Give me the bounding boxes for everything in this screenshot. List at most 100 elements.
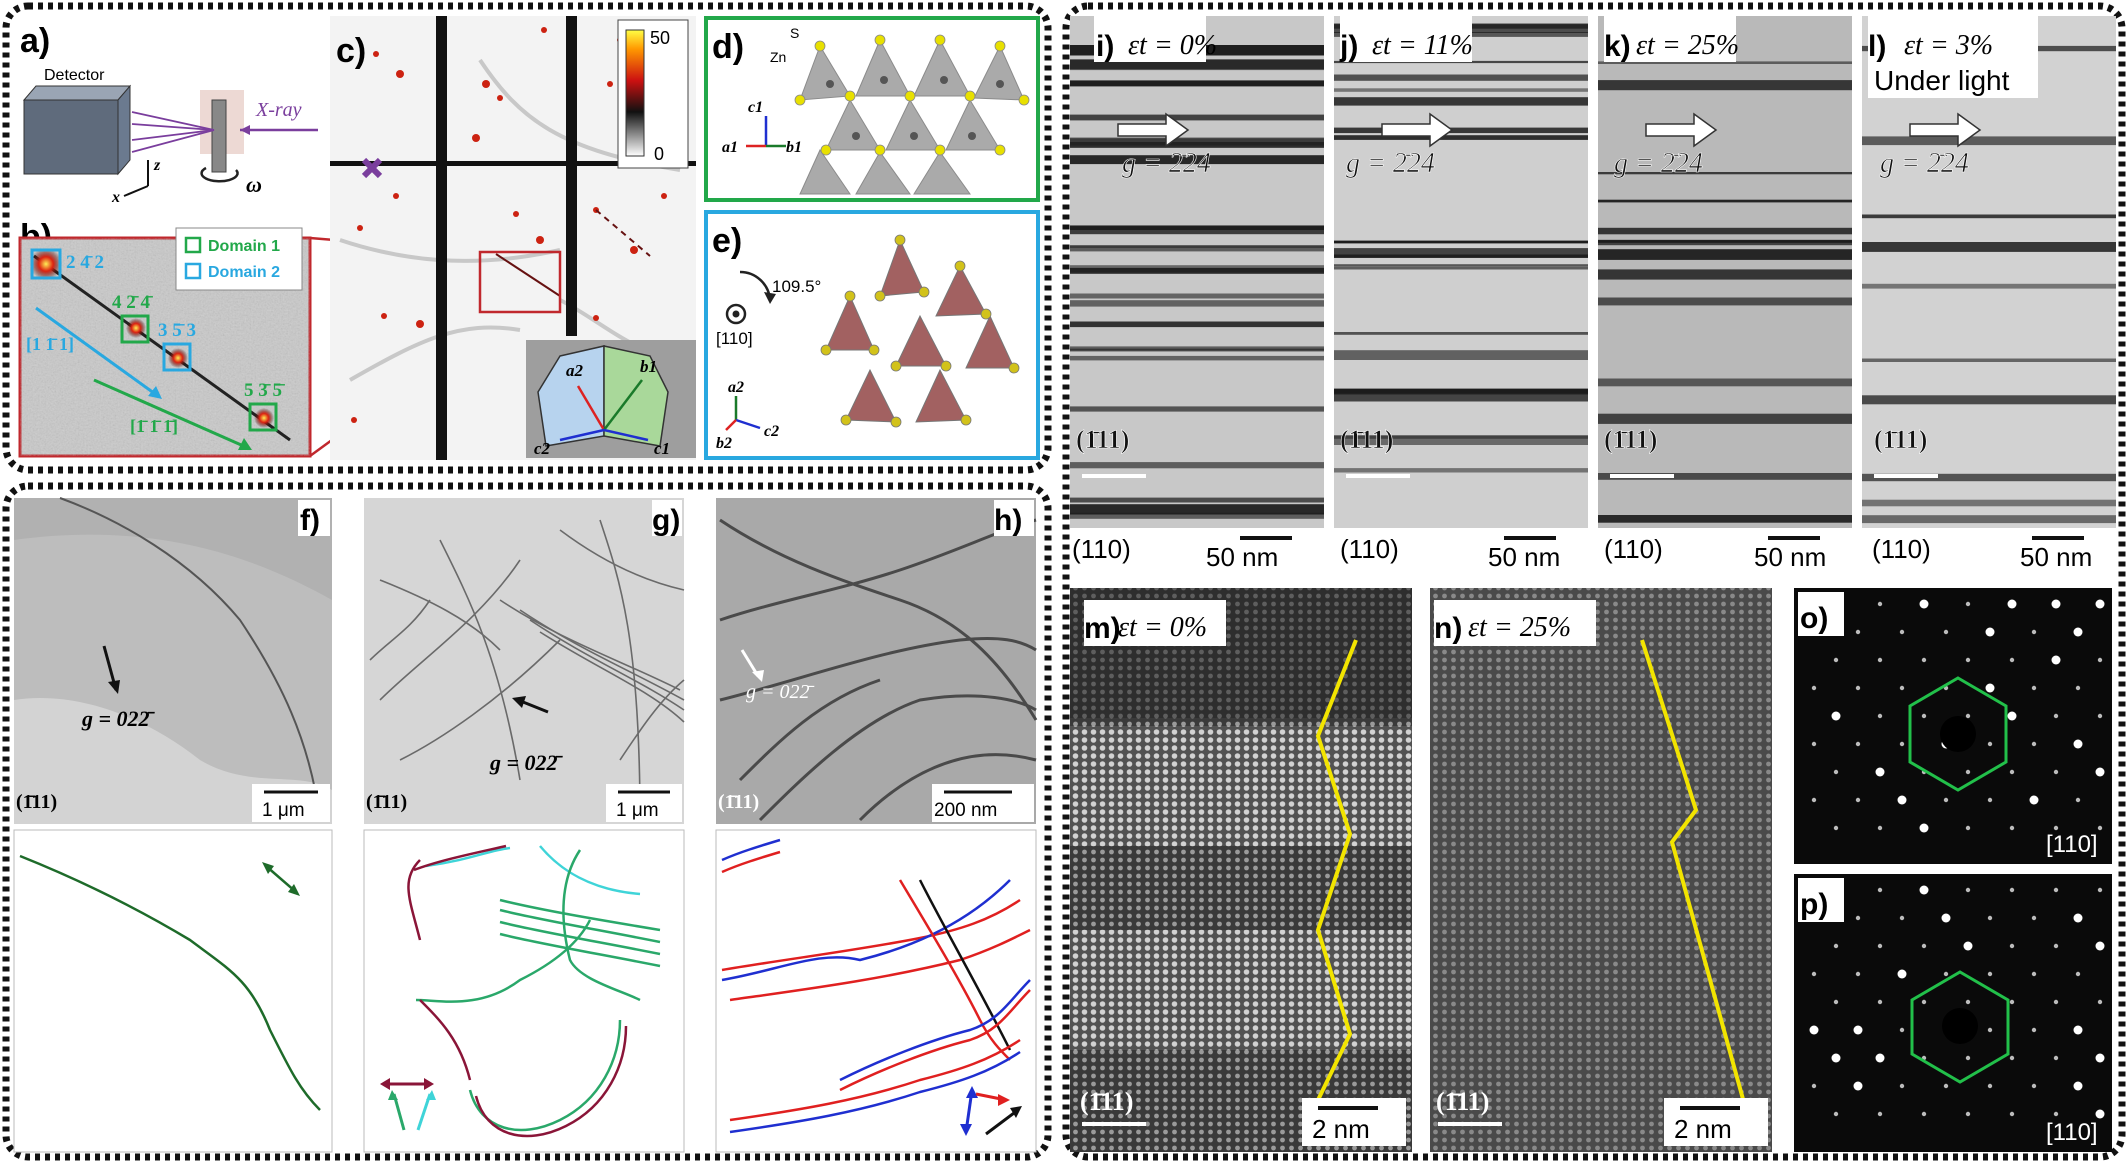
diffraction-spot: [1897, 969, 1907, 979]
diffraction-spot: [1921, 713, 1927, 719]
dislocation-trace-h: [721, 838, 1031, 1134]
stacking-fault-stripe: [1862, 214, 2116, 219]
zone-label-l: (110): [1872, 534, 1931, 564]
diffraction-spot: [1921, 943, 1927, 949]
dir-label-green: [1̄ 1̄ 1̄]: [130, 416, 178, 436]
detector-box-side: [117, 84, 131, 176]
axis-c1: c1: [654, 439, 670, 458]
hexagon-o: [1908, 676, 2008, 792]
diffraction-spot: [2073, 1025, 2083, 1035]
scalebar-h: 200 nm: [934, 800, 997, 821]
panel-e: e) 109.5° [110] a2 c2 b2: [704, 210, 1040, 460]
axis-b2-e: b2: [716, 435, 732, 452]
g-vector-i: g = 2̄24: [1122, 148, 1211, 179]
stacking-fault-stripe: [1334, 350, 1588, 360]
scalebar-k: 50 nm: [1754, 542, 1826, 572]
diffraction-spot: [2097, 999, 2103, 1005]
frame-bottom-left: [2, 482, 1052, 1161]
plane-label-k: (1̄11): [1604, 425, 1657, 454]
diffraction-spot: [1833, 657, 1839, 663]
panel-k: k) εt = 25% g = 2̄24 (1̄11) (110) 50 nm: [1604, 16, 1826, 572]
panel-label-j: j): [1339, 30, 1358, 63]
stacking-fault-stripe: [1598, 413, 1852, 424]
plane-label-i: (1̄11): [1076, 425, 1129, 454]
sample-rod: [211, 99, 227, 173]
xray-label: X-ray: [255, 99, 302, 121]
axis-b1: b1: [640, 357, 657, 376]
panel-g-trace: [363, 829, 685, 1153]
strain-label-l: εt = 3%: [1904, 30, 1993, 61]
scalebar-n: 2 nm: [1674, 1114, 1732, 1144]
stacking-fault-stripe: [1070, 267, 1324, 274]
diffraction-spot: [2009, 1055, 2015, 1061]
diffraction-spot: [2097, 657, 2103, 663]
zone-label-p: [110]: [2046, 1119, 2098, 1146]
stacking-fault-stripe: [1070, 245, 1324, 252]
under-light-label: Under light: [1874, 65, 2010, 96]
diffracted-rays: [131, 111, 215, 153]
diffraction-spot: [1987, 1027, 1993, 1033]
g-arrow: [1645, 112, 1718, 148]
atom-s-label: S: [790, 25, 799, 41]
diffraction-spot: [1877, 657, 1883, 663]
stacking-fault-stripe: [1070, 300, 1324, 307]
panel-a: a) Detector X-ray ω z x: [20, 22, 318, 206]
diffraction-spot: [2073, 913, 2083, 923]
panel-l: l) εt = 3% Under light g = 2̄24 (1̄11) (…: [1868, 16, 2092, 572]
stacking-fault-stripe: [1334, 97, 1588, 106]
omega-label: ω: [246, 172, 262, 197]
colorbar-max: 50: [650, 28, 670, 48]
diffraction-spot: [2009, 999, 2015, 1005]
diffraction-spot: [2053, 1055, 2059, 1061]
diffraction-spot: [1965, 887, 1971, 893]
diffraction-spot: [1833, 943, 1839, 949]
diffraction-spot: [1853, 1081, 1863, 1091]
diffraction-spot: [1875, 1053, 1885, 1063]
panel-i: i) εt = 0% g = 2̄24 (1̄11) (110) 50 nm: [1072, 16, 1278, 572]
diffraction-spot: [1855, 797, 1861, 803]
stacking-fault-stripe: [1070, 155, 1324, 165]
stacking-fault-stripe: [1070, 504, 1324, 515]
diffraction-spot: [1811, 1083, 1817, 1089]
stacking-fault-stripe: [1598, 227, 1852, 235]
diffraction-spot: [1965, 825, 1971, 831]
panel-c: c): [330, 16, 696, 460]
diffraction-spot: [2075, 685, 2081, 691]
diffraction-spot: [1965, 657, 1971, 663]
diffraction-spot: [1985, 627, 1995, 637]
stacking-fault-stripe: [1334, 248, 1588, 258]
spot-label-535: 5 3̄ 5̄: [244, 380, 285, 401]
diffraction-spot: [1919, 823, 1929, 833]
diffraction-spot: [2053, 943, 2059, 949]
axis-c2: c2: [534, 439, 551, 458]
diffraction-spot: [1899, 915, 1905, 921]
diffraction-spot: [1833, 1111, 1839, 1117]
diffraction-spot: [1833, 769, 1839, 775]
diffraction-spot: [1921, 999, 1927, 1005]
diffraction-spot: [1965, 1055, 1971, 1061]
diffraction-spot: [2051, 655, 2061, 665]
panel-label-g: g): [652, 504, 680, 537]
stacking-fault-stripe: [1070, 226, 1324, 235]
stacking-fault-stripe: [1862, 283, 2116, 289]
panel-n-image: [1430, 588, 1772, 1152]
panel-label-h: h): [994, 504, 1022, 537]
diffraction-spot: [1877, 999, 1883, 1005]
stacking-fault-stripe: [1862, 473, 2116, 482]
streak-line: [33, 254, 291, 442]
stacking-fault-stripe: [1598, 515, 1852, 523]
detector-box-front: [23, 99, 119, 175]
plane-label-f: (1̄11): [16, 791, 57, 813]
zone-axis-e: [110]: [716, 329, 753, 348]
diffraction-spot: [2073, 1081, 2083, 1091]
panel-label-c: c): [336, 32, 366, 70]
panel-h-image: [716, 498, 1036, 824]
yellow-trace-m: [1315, 639, 1358, 1101]
frame-top-left: [2, 2, 1052, 474]
dislocation-trace-f: [19, 854, 321, 1111]
diffraction-spot: [1941, 913, 1951, 923]
diffraction-spot: [2053, 887, 2059, 893]
diffraction-spot: [1875, 767, 1885, 777]
panel-h: h) g = 022̄ (1̄11) 200 nm: [715, 498, 1038, 1153]
